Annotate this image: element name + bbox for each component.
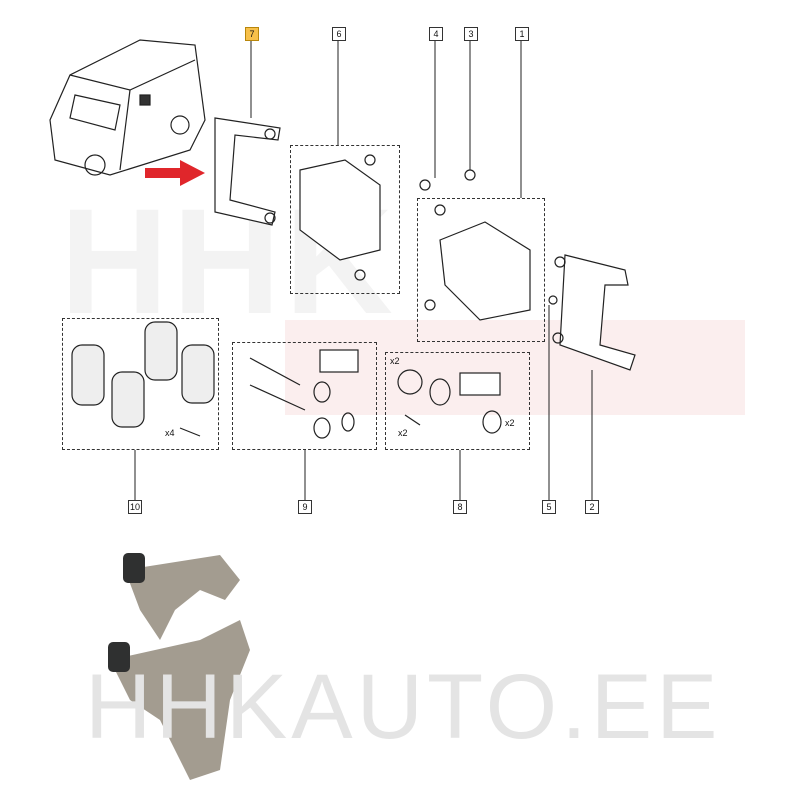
callout-9[interactable]: 9 xyxy=(298,500,312,514)
red-arrow-icon xyxy=(145,160,205,186)
callout-2[interactable]: 2 xyxy=(585,500,599,514)
leader-lines xyxy=(134,40,593,500)
group-box-9 xyxy=(232,342,377,450)
qty-bolt: x2 xyxy=(398,428,408,438)
callout-6[interactable]: 6 xyxy=(332,27,346,41)
watermark-band xyxy=(285,320,745,415)
qty-boot: x2 xyxy=(505,418,515,428)
qty-pads: x4 xyxy=(165,428,175,438)
product-photo-brackets xyxy=(108,553,250,780)
guide-pin-kit xyxy=(249,349,359,439)
caliper-carrier-7 xyxy=(214,117,281,226)
callout-1[interactable]: 1 xyxy=(515,27,529,41)
group-box-8 xyxy=(385,352,530,450)
callout-3[interactable]: 3 xyxy=(464,27,478,41)
callout-5[interactable]: 5 xyxy=(542,500,556,514)
caliper-carrier-2 xyxy=(548,254,636,371)
repair-kit xyxy=(397,369,502,434)
van-illustration xyxy=(49,39,206,176)
group-box-6 xyxy=(290,145,400,294)
caliper-6 xyxy=(299,154,431,281)
callout-7[interactable]: 7 xyxy=(245,27,259,41)
group-box-1 xyxy=(417,198,545,342)
group-box-10 xyxy=(62,318,219,450)
qty-ring: x2 xyxy=(390,356,400,366)
callout-4[interactable]: 4 xyxy=(429,27,443,41)
callout-8[interactable]: 8 xyxy=(453,500,467,514)
caliper-1 xyxy=(424,169,531,321)
brake-pads xyxy=(71,321,215,437)
watermark-bottom: HHKAUTO.EE xyxy=(85,656,722,758)
callout-10[interactable]: 10 xyxy=(128,500,142,514)
